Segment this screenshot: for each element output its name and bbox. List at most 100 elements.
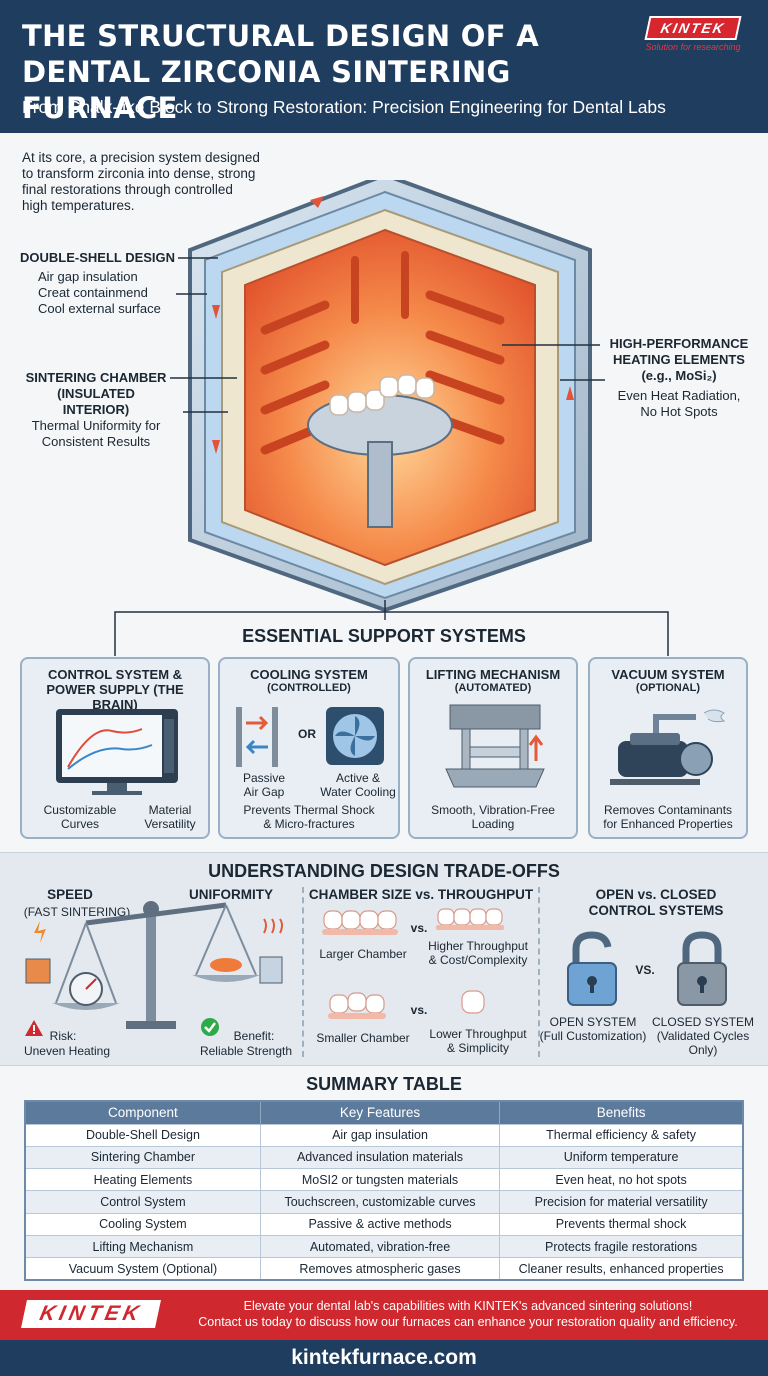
control-f2: Curves (60, 817, 99, 831)
vacuum-subtitle: (OPTIONAL) (635, 682, 701, 694)
vacuum-f1: Removes Contaminants (603, 803, 733, 817)
higher-throughput-label: Higher Throughput & Cost/Complexity (420, 939, 536, 967)
chamber-tradeoff-title: CHAMBER SIZE vs. THROUGHPUT (308, 887, 534, 902)
zirconia-crowns (329, 374, 435, 416)
balance-scale-icon (25, 901, 283, 1029)
closed-system-label: CLOSED SYSTEM (Validated Cycles Only) (648, 1015, 758, 1057)
lower-1: Lower Throughput (429, 1027, 527, 1041)
control-f1: Customizable (43, 803, 117, 817)
closed-3: Only) (688, 1043, 718, 1057)
heating-heading-2: HEATING ELEMENTS (613, 352, 745, 367)
cooling-or: OR (298, 727, 316, 741)
cell: Thermal efficiency & safety (499, 1123, 743, 1147)
cell: Removes atmospheric gases (259, 1257, 500, 1281)
header-component: Component (25, 1101, 261, 1124)
card-cooling-system: COOLING SYSTEM (CONTROLLED) OR Passive A… (218, 657, 400, 839)
monitor-icon (56, 709, 178, 795)
brand-wordmark: KINTEK (644, 16, 742, 40)
open-2: (Full Customization) (539, 1029, 647, 1043)
heating-heading-1: HIGH-PERFORMANCE (609, 336, 749, 351)
cooling-f2: & Micro-fractures (263, 817, 355, 831)
cell: Passive & active methods (259, 1212, 500, 1236)
open-lock-icon (567, 931, 617, 1006)
cooling-f1: Prevents Thermal Shock (243, 803, 375, 817)
risk-text: Uneven Heating (23, 1044, 111, 1058)
support-section-title: ESSENTIAL SUPPORT SYSTEMS (242, 626, 526, 646)
card-vacuum-system: VACUUM SYSTEM (OPTIONAL) Removes Contami… (588, 657, 748, 839)
cooling-a1: Active & (335, 771, 380, 785)
crowns-comparison-icons (322, 908, 504, 1019)
tradeoff-speed: SPEED (47, 887, 93, 902)
cta-text: Elevate your dental lab's capabilities w… (178, 1298, 758, 1330)
open-closed-vs: VS. (635, 963, 655, 977)
control-footnote-material: Material Versatility (132, 803, 208, 831)
website-link[interactable]: kintekfurnace.com (0, 1340, 768, 1376)
chamber-vs-2: vs. (410, 1003, 428, 1017)
chamber-vs-1: vs. (410, 921, 428, 935)
header-benefits: Benefits (499, 1101, 743, 1124)
larger-chamber-label: Larger Chamber (319, 947, 407, 961)
cooling-active-label: Active & Water Cooling (316, 771, 400, 799)
heating-line-1: Even Heat Radiation, (617, 388, 741, 403)
control-f4: Versatility (144, 817, 196, 831)
tradeoffs-section: UNDERSTANDING DESIGN TRADE-OFFS SPEED (F… (0, 852, 768, 1066)
lifting-title: LIFTING MECHANISM (425, 667, 561, 682)
lower-2: & Simplicity (446, 1041, 509, 1055)
callout-double-shell-details: Air gap insulation Creat containmend Coo… (38, 269, 161, 317)
benefit-text: Reliable Strength (199, 1044, 293, 1058)
title-line-2: DENTAL ZIRCONIA SINTERING FURNACE (22, 55, 511, 125)
cta-line-1: Elevate your dental lab's capabilities w… (243, 1299, 693, 1313)
vacuum-title: VACUUM SYSTEM (611, 667, 725, 682)
intro-text: At its core, a precision system designed… (22, 150, 260, 213)
furnace-diagram: DOUBLE-SHELL DESIGN Air gap insulation C… (0, 180, 768, 620)
cooling-subtitle: (CONTROLLED) (267, 682, 351, 694)
divider-2 (538, 887, 540, 1057)
cta-banner: KINTEK Elevate your dental lab's capabil… (0, 1290, 768, 1340)
cooling-passive-label: Passive Air Gap (224, 771, 304, 799)
cooling-p2: Air Gap (243, 785, 285, 799)
control-f3: Material (148, 803, 192, 817)
card-lifting-mechanism: LIFTING MECHANISM (AUTOMATED) Smooth, Vi… (408, 657, 578, 839)
higher-2: & Cost/Complexity (428, 953, 528, 967)
tradeoffs-title: UNDERSTANDING DESIGN TRADE-OFFS (208, 861, 560, 881)
footer-brand-logo: KINTEK (21, 1300, 162, 1328)
double-shell-line-3: Cool external surface (38, 301, 161, 316)
heating-line-2: No Hot Spots (640, 404, 718, 419)
control-title-2: POWER SUPPLY (THE BRAIN) (46, 682, 184, 712)
checkmark-icon (201, 1018, 219, 1036)
cooling-p1: Passive (242, 771, 286, 785)
brand-logo-top: KINTEK Solution for researching (632, 16, 754, 52)
title-line-1: THE STRUCTURAL DESIGN OF A (22, 19, 539, 53)
callout-double-shell: DOUBLE-SHELL DESIGN (20, 250, 175, 266)
cell: Precision for material versatility (499, 1190, 743, 1214)
closed-2: (Validated Cycles (656, 1029, 750, 1043)
cell: Air gap insulation (259, 1123, 500, 1147)
tradeoff-uniformity: UNIFORMITY (189, 887, 273, 902)
chamber-line-1: Thermal Uniformity for (31, 418, 161, 433)
callout-lines (170, 257, 605, 620)
page-subtitle: From Chalk-like Block to Strong Restorat… (22, 97, 666, 117)
cell: Sintering Chamber (24, 1145, 261, 1169)
heating-elements-vertical (351, 251, 409, 324)
cooling-a2: Water Cooling (320, 785, 396, 799)
vacuum-f2: for Enhanced Properties (603, 817, 733, 831)
lower-throughput-label: Lower Throughput & Simplicity (420, 1027, 536, 1055)
chamber-heading-2: (INSULATED INTERIOR) (57, 386, 135, 417)
cell: Vacuum System (Optional) (24, 1257, 261, 1281)
lift-pedestal (367, 441, 393, 528)
cooling-title: COOLING SYSTEM (250, 667, 368, 682)
cell: Cleaner results, enhanced properties (499, 1257, 743, 1281)
divider-1 (302, 887, 304, 1057)
support-connector-lines (114, 600, 669, 656)
cell: Advanced insulation materials (259, 1145, 500, 1169)
open-title-1: OPEN vs. CLOSED (595, 887, 717, 902)
cell: Touchscreen, customizable curves (259, 1190, 500, 1214)
lifting-subtitle: (AUTOMATED) (454, 682, 532, 694)
double-shell-line-2: Creat containmend (38, 285, 148, 300)
smaller-chamber-label: Smaller Chamber (316, 1031, 410, 1045)
cell: Protects fragile restorations (499, 1234, 743, 1258)
